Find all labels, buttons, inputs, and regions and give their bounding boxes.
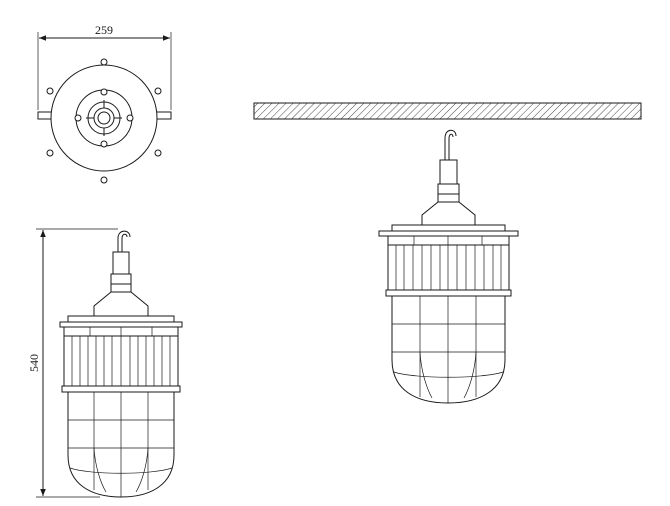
ceiling-hatch — [253, 102, 642, 120]
top-view-outer-ring — [50, 64, 158, 172]
height-dimension: 540 — [27, 228, 118, 498]
width-dimension-label: 259 — [95, 23, 113, 37]
width-dimension: 259 — [37, 23, 172, 110]
height-dimension-label: 540 — [27, 354, 41, 372]
top-view: 259 — [37, 23, 172, 184]
front-view: 540 — [27, 228, 183, 498]
mounted-view — [253, 102, 642, 404]
